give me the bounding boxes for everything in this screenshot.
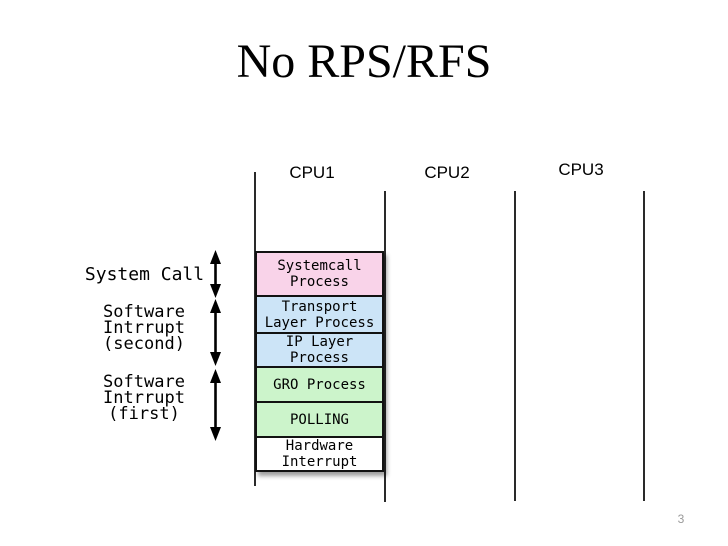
lane-line-4: [643, 191, 645, 501]
lane-line-1: [254, 172, 256, 486]
process-box-label: Process: [289, 350, 349, 366]
process-box-label: Hardware: [285, 438, 354, 454]
process-box-label: Transport: [281, 298, 358, 315]
ip-layer-process-box: IP Layer Process: [255, 332, 384, 368]
process-box-label: POLLING: [289, 411, 349, 428]
cpu1-process-stack: Systemcall Process Transport Layer Proce…: [255, 251, 384, 472]
system-call-range-arrow: [210, 250, 221, 298]
lane-line-3: [514, 191, 516, 501]
polling-box: POLLING: [255, 401, 384, 438]
label-line: (second): [103, 334, 185, 354]
hardware-interrupt-box: Hardware Interrupt: [255, 436, 384, 472]
process-box-label: Systemcall: [277, 258, 362, 274]
process-box-label: Layer Process: [264, 314, 375, 331]
lane-line-2: [384, 191, 386, 502]
process-box-label: GRO Process: [273, 376, 366, 393]
page-number: 3: [677, 512, 685, 526]
system-call-label: System Call: [84, 264, 205, 285]
label-line: (first): [108, 404, 180, 424]
label-line: Software: [103, 372, 185, 392]
cpu2-label: CPU2: [424, 163, 470, 182]
process-box-label: Interrupt: [281, 454, 358, 470]
process-box-label: Process: [289, 274, 349, 290]
slide-title: No RPS/RFS: [236, 35, 492, 88]
software-interrupt-first-range-arrow: [210, 369, 221, 441]
label-line: Software: [103, 302, 185, 322]
range-arrows: [210, 250, 221, 441]
transport-layer-process-box: Transport Layer Process: [255, 295, 384, 334]
label-line: Intrrupt: [103, 318, 185, 338]
cpu1-label: CPU1: [289, 163, 335, 182]
cpu3-label: CPU3: [558, 160, 604, 179]
systemcall-process-box: Systemcall Process: [255, 251, 384, 297]
label-line: Intrrupt: [103, 388, 185, 408]
gro-process-box: GRO Process: [255, 366, 384, 403]
process-box-label: IP Layer: [285, 334, 354, 350]
software-interrupt-second-range-arrow: [210, 299, 221, 366]
